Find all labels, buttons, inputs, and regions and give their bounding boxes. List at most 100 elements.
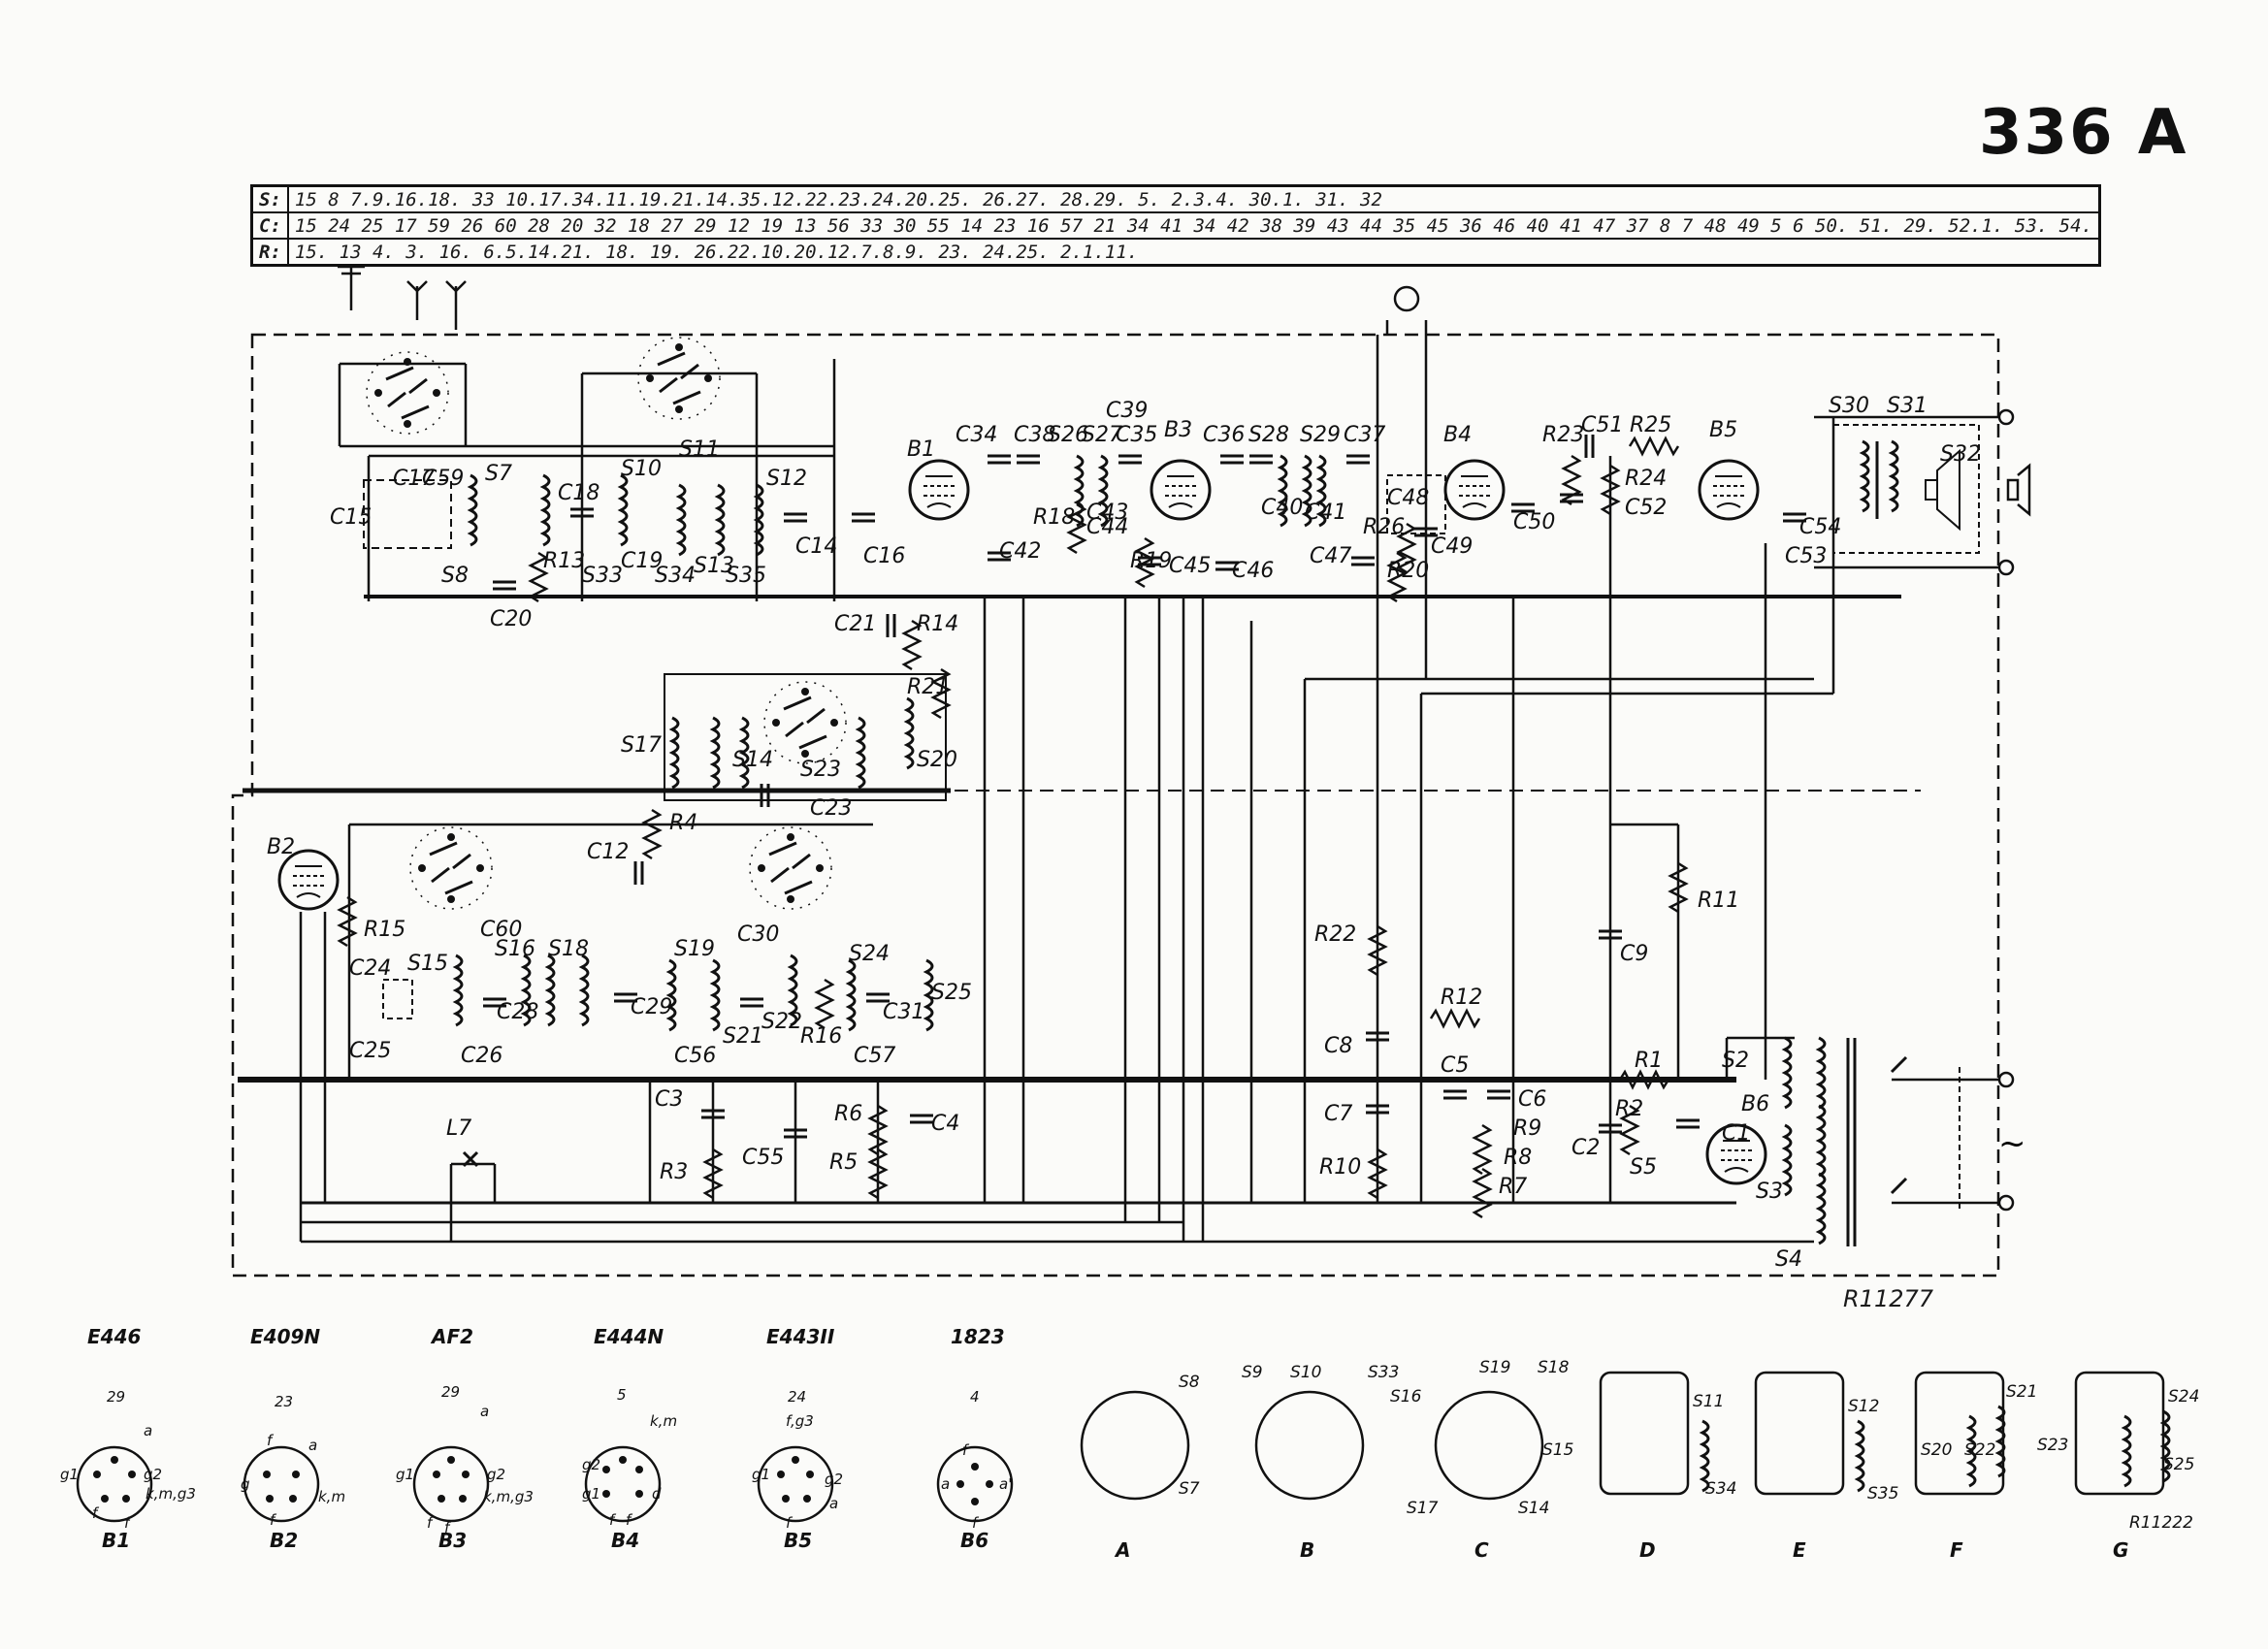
coil-label: S34 bbox=[1705, 1479, 1736, 1499]
label-c60: C60 bbox=[480, 918, 522, 942]
pin-label: f bbox=[124, 1514, 132, 1532]
label-r16: R16 bbox=[800, 1024, 842, 1049]
label-c57: C57 bbox=[854, 1044, 895, 1068]
tube-socket-legend bbox=[76, 1371, 2165, 1523]
label-s35: S35 bbox=[726, 564, 766, 588]
coil-label: S16 bbox=[1390, 1387, 1422, 1406]
label-r14: R14 bbox=[917, 612, 958, 636]
table-key: R: bbox=[251, 238, 289, 266]
pin-label: d bbox=[652, 1485, 662, 1503]
label-s22: S22 bbox=[761, 1010, 802, 1034]
label-b4: B4 bbox=[1443, 423, 1472, 447]
label-s21: S21 bbox=[723, 1024, 763, 1049]
label-r4: R4 bbox=[669, 811, 697, 835]
coil-label: S35 bbox=[1867, 1484, 1898, 1504]
coil-label: S24 bbox=[2168, 1387, 2199, 1406]
label-c28: C28 bbox=[497, 1000, 538, 1024]
label-c5: C5 bbox=[1441, 1053, 1469, 1078]
label-c43: C43 bbox=[1086, 501, 1128, 525]
legend-tube-pos-2: B2 bbox=[270, 1529, 298, 1552]
label-c52: C52 bbox=[1625, 496, 1667, 520]
label-r24: R24 bbox=[1625, 467, 1667, 491]
label-c4: C4 bbox=[931, 1112, 959, 1136]
wave-switch-mid bbox=[762, 680, 848, 765]
table-row: S: 15 8 7.9.16.18. 33 10.17.34.11.19.21.… bbox=[251, 185, 2100, 212]
label-c50: C50 bbox=[1513, 510, 1555, 534]
pin-label: g2 bbox=[144, 1466, 162, 1483]
label-b5: B5 bbox=[1709, 418, 1737, 442]
label-s16: S16 bbox=[495, 937, 535, 961]
label-r10: R10 bbox=[1319, 1155, 1361, 1180]
label-c29: C29 bbox=[631, 995, 672, 1019]
label-s23: S23 bbox=[800, 758, 841, 782]
label-r6: R6 bbox=[834, 1102, 862, 1126]
legend-tube-pos-1: B1 bbox=[102, 1529, 130, 1552]
pin-label: k,m bbox=[318, 1488, 345, 1505]
label-c36: C36 bbox=[1203, 423, 1245, 447]
label-b6: B6 bbox=[1741, 1092, 1769, 1116]
pin-label: a bbox=[308, 1437, 317, 1454]
label-c40: C40 bbox=[1261, 496, 1303, 520]
pin-label: g1 bbox=[396, 1466, 414, 1483]
pin-label: f bbox=[972, 1514, 980, 1532]
tube-b3 bbox=[1150, 459, 1212, 521]
pin-label: a' bbox=[999, 1475, 1012, 1493]
label-c21: C21 bbox=[834, 612, 876, 636]
label-c51: C51 bbox=[1581, 413, 1623, 437]
pin-label: k,m bbox=[650, 1412, 677, 1430]
legend-coil-label-d: D bbox=[1639, 1538, 1656, 1562]
label-s5: S5 bbox=[1630, 1155, 1657, 1180]
pin-label: g2 bbox=[825, 1471, 843, 1488]
label-c49: C49 bbox=[1431, 534, 1473, 559]
label-c34: C34 bbox=[956, 423, 997, 447]
label-s34: S34 bbox=[655, 564, 696, 588]
tube-b4 bbox=[1443, 459, 1506, 521]
coil-label: S7 bbox=[1179, 1479, 1200, 1499]
label-r23: R23 bbox=[1542, 423, 1584, 447]
legend-tube-pos-4: B4 bbox=[611, 1529, 639, 1552]
label-r19: R19 bbox=[1130, 549, 1172, 573]
legend-tube-pos-3: B3 bbox=[438, 1529, 467, 1552]
table-values: 15. 13 4. 3. 16. 6.5.14.21. 18. 19. 26.2… bbox=[287, 238, 2100, 266]
legend-tube-type-4: E444N bbox=[594, 1325, 664, 1348]
pin-label: g1 bbox=[582, 1485, 600, 1503]
label-c41: C41 bbox=[1305, 501, 1346, 525]
label-c46: C46 bbox=[1232, 559, 1274, 583]
label-c31: C31 bbox=[883, 1000, 924, 1024]
label-s10: S10 bbox=[621, 457, 662, 481]
label-r7: R7 bbox=[1499, 1175, 1527, 1199]
pin-label: 4 bbox=[970, 1388, 980, 1406]
table-values: 15 24 25 17 59 26 60 28 20 32 18 27 29 1… bbox=[287, 211, 2100, 239]
pin-label: k,m,g3 bbox=[483, 1488, 534, 1505]
label-s18: S18 bbox=[548, 937, 589, 961]
pin-label: a bbox=[941, 1475, 950, 1493]
pin-label: g2 bbox=[582, 1456, 600, 1473]
label-s13: S13 bbox=[694, 554, 734, 578]
legend-coil-label-a: A bbox=[1114, 1538, 1130, 1562]
label-c25: C25 bbox=[349, 1039, 391, 1063]
label-c42: C42 bbox=[999, 539, 1041, 564]
pin-label: g1 bbox=[60, 1466, 79, 1483]
label-r1: R1 bbox=[1635, 1049, 1663, 1073]
label-c39: C39 bbox=[1106, 399, 1148, 423]
label-c3: C3 bbox=[655, 1087, 683, 1112]
label-s24: S24 bbox=[849, 942, 890, 966]
label-c55: C55 bbox=[742, 1146, 784, 1170]
table-values: 15 8 7.9.16.18. 33 10.17.34.11.19.21.14.… bbox=[294, 188, 1382, 210]
legend-tube-type-6: 1823 bbox=[951, 1325, 1005, 1348]
label-s20: S20 bbox=[917, 748, 957, 772]
label-c1: C1 bbox=[1722, 1121, 1750, 1146]
label-c9: C9 bbox=[1620, 942, 1648, 966]
label-r22: R22 bbox=[1314, 922, 1356, 947]
legend-coil-label-c: C bbox=[1474, 1538, 1489, 1562]
label-c45: C45 bbox=[1169, 554, 1211, 578]
label-s8: S8 bbox=[441, 564, 469, 588]
pin-label: g2 bbox=[487, 1466, 505, 1483]
label-r12: R12 bbox=[1441, 986, 1482, 1010]
coil-label: S15 bbox=[1542, 1440, 1573, 1460]
coil-label: S17 bbox=[1407, 1499, 1439, 1518]
label-c48: C48 bbox=[1387, 486, 1429, 510]
pin-label: 5 bbox=[617, 1386, 627, 1404]
label-s30: S30 bbox=[1829, 394, 1869, 418]
